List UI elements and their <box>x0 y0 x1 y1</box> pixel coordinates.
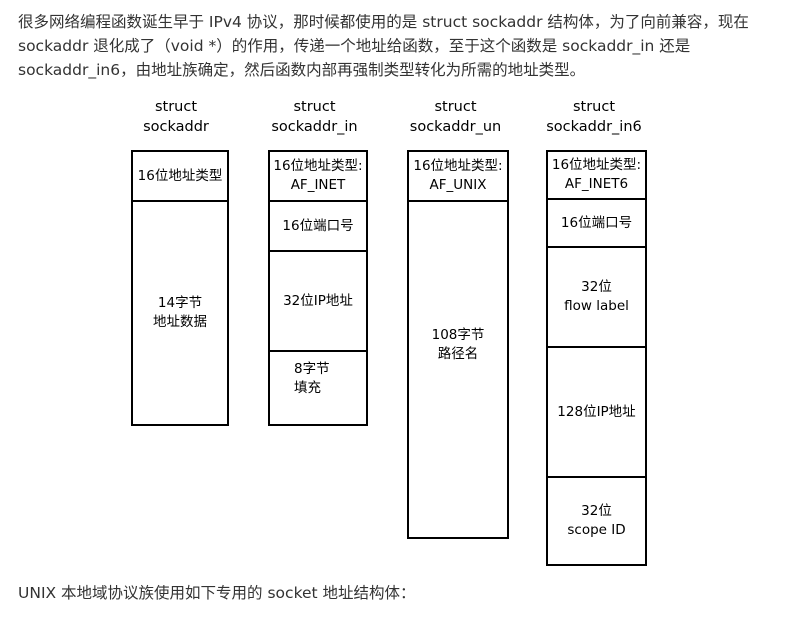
field-address-type: 16位地址类型: AF_INET6 <box>551 157 642 192</box>
struct-box-sockaddr: 16位地址类型 14字节 地址数据 <box>131 150 229 426</box>
col-title-sockaddr-in6: struct sockaddr_in6 <box>546 99 642 135</box>
field-divider <box>548 476 645 478</box>
field-ip-address: 32位IP地址 <box>283 292 353 309</box>
field-address-type: 16位地址类型: AF_UNIX <box>413 158 503 193</box>
field-padding: 8字节 填充 <box>294 361 330 396</box>
field-path-name: 108字节 路径名 <box>431 326 485 362</box>
field-port: 16位端口号 <box>560 214 633 231</box>
field-divider <box>548 198 645 200</box>
field-divider <box>270 350 366 352</box>
field-divider <box>548 246 645 248</box>
col-title-sockaddr-un: struct sockaddr_un <box>409 99 502 135</box>
field-address-type: 16位地址类型: AF_INET <box>273 158 363 193</box>
outro-paragraph: UNIX 本地域协议族使用如下专用的 socket 地址结构体： <box>18 584 416 602</box>
field-divider <box>133 200 227 202</box>
field-flow-label: 32位 flow label <box>564 279 629 314</box>
field-divider <box>270 250 366 252</box>
struct-box-sockaddr-in: 16位地址类型: AF_INET 16位端口号 32位IP地址 8字节 填充 <box>268 150 368 426</box>
field-address-data: 14字节 地址数据 <box>153 295 207 330</box>
field-ipv6-address: 128位IP地址 <box>557 403 636 420</box>
col-title-sockaddr-in: struct sockaddr_in <box>271 99 358 135</box>
field-scope-id: 32位 scope ID <box>567 503 626 538</box>
struct-box-sockaddr-un: 16位地址类型: AF_UNIX 108字节 路径名 <box>407 150 509 539</box>
struct-box-sockaddr-in6: 16位地址类型: AF_INET6 16位端口号 32位 flow label … <box>546 150 647 566</box>
col-title-sockaddr: struct sockaddr <box>143 99 209 135</box>
field-divider <box>409 200 507 202</box>
field-port: 16位端口号 <box>282 217 354 234</box>
field-divider <box>548 346 645 348</box>
field-divider <box>270 200 366 202</box>
field-address-type: 16位地址类型 <box>137 167 223 184</box>
intro-paragraph: 很多网络编程函数诞生早于 IPv4 协议，那时候都使用的是 struct soc… <box>18 13 749 79</box>
